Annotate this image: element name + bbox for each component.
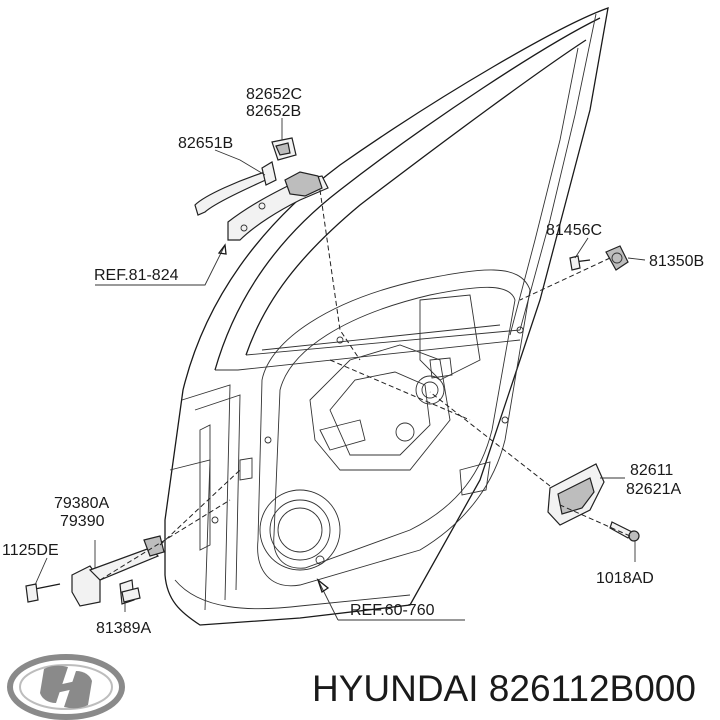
label-82652C: 82652C	[246, 86, 302, 103]
door-checker-assembly	[25, 535, 165, 607]
part-labels: 82652C 82652B 82651B REF.81-824 81456C 8…	[2, 86, 704, 637]
label-1125DE: 1125DE	[2, 542, 59, 559]
label-ref-60-760: REF.60-760	[350, 602, 435, 619]
inside-handle	[547, 463, 640, 542]
label-82652B: 82652B	[246, 103, 301, 120]
brand-part-number: HYUNDAI 826112B000	[312, 668, 696, 709]
label-81350B: 81350B	[649, 253, 704, 270]
striker-assembly	[569, 245, 629, 271]
label-82621A: 82621A	[626, 481, 681, 498]
label-82651B: 82651B	[178, 135, 233, 152]
inner-panel	[199, 269, 531, 587]
hyundai-logo-icon	[7, 654, 125, 720]
label-82611: 82611	[630, 462, 673, 479]
assembly-dash-lines	[99, 189, 631, 581]
label-1018AD: 1018AD	[596, 570, 654, 587]
label-ref-81-824: REF.81-824	[94, 267, 179, 284]
label-81456C: 81456C	[546, 222, 602, 239]
outside-handle-assembly	[194, 137, 329, 241]
label-81389A: 81389A	[96, 620, 151, 637]
leader-lines	[34, 118, 646, 621]
label-79390: 79390	[60, 513, 105, 530]
label-79380A: 79380A	[54, 495, 109, 512]
door-frame	[164, 7, 609, 626]
